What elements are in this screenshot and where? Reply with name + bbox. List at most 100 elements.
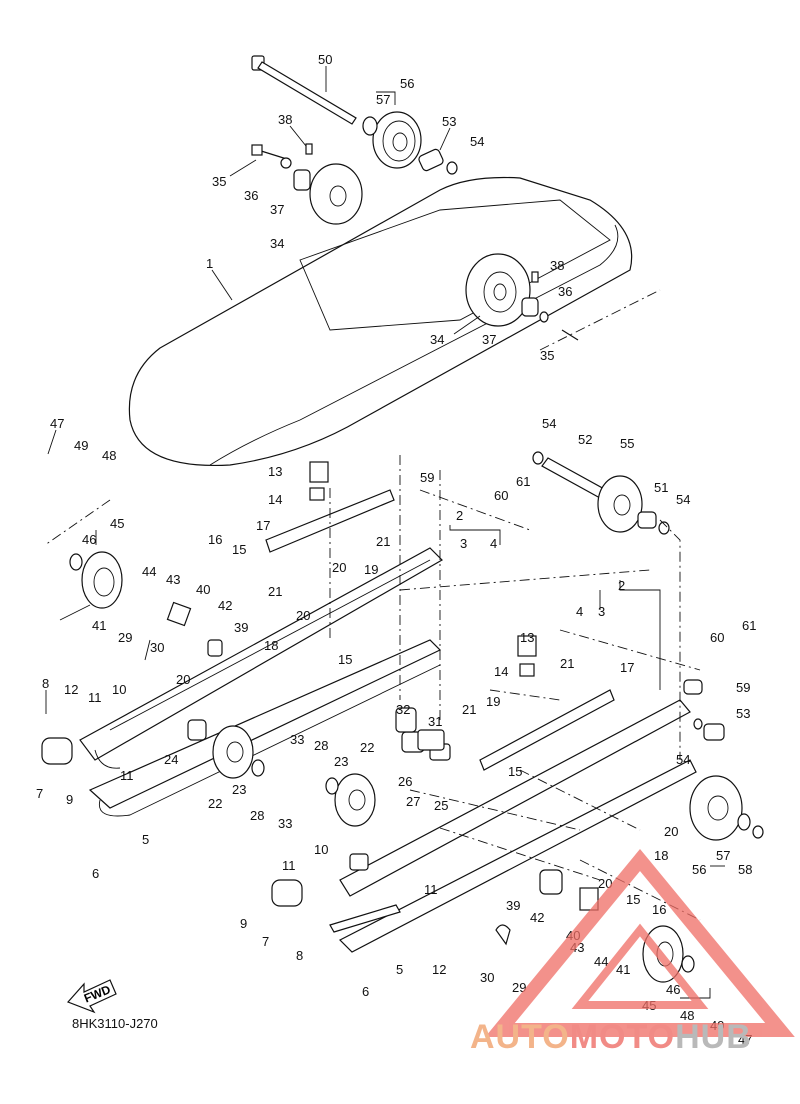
callout-21: 21 [376, 534, 390, 549]
brand-watermark: AUTOMOTOHUB [470, 1018, 752, 1057]
callout-59b: 59 [736, 680, 750, 695]
callout-12b: 12 [432, 962, 446, 977]
callout-56b: 56 [692, 862, 706, 877]
callout-14: 14 [268, 492, 282, 507]
callout-22: 22 [360, 740, 374, 755]
callout-7b: 7 [262, 934, 269, 949]
callout-56: 56 [400, 76, 414, 91]
callout-49: 49 [74, 438, 88, 453]
callout-15d: 15 [626, 892, 640, 907]
callout-38: 38 [278, 112, 292, 127]
callout-6: 6 [92, 866, 99, 881]
callout-18: 18 [264, 638, 278, 653]
callout-19: 19 [364, 562, 378, 577]
callout-58: 58 [738, 862, 752, 877]
callout-4: 4 [490, 536, 497, 551]
callout-16b: 16 [652, 902, 666, 917]
callout-60b: 60 [710, 630, 724, 645]
callout-28: 28 [314, 738, 328, 753]
callout-33: 33 [290, 732, 304, 747]
callout-13b: 13 [520, 630, 534, 645]
callout-48b: 48 [680, 1008, 694, 1023]
callout-55: 55 [620, 436, 634, 451]
callout-61b: 61 [742, 618, 756, 633]
callout-2: 2 [456, 508, 463, 523]
callout-22b: 22 [208, 796, 222, 811]
callout-51: 51 [654, 480, 668, 495]
callout-17b: 17 [620, 660, 634, 675]
callout-45: 45 [110, 516, 124, 531]
callout-31: 31 [428, 714, 442, 729]
callout-37: 37 [270, 202, 284, 217]
callout-54b: 54 [542, 416, 556, 431]
callout-9b: 9 [240, 916, 247, 931]
callout-6b: 6 [362, 984, 369, 999]
callout-18b: 18 [654, 848, 668, 863]
callout-30: 30 [150, 640, 164, 655]
rear-axle-assembly [251, 55, 458, 225]
callout-40: 40 [196, 582, 210, 597]
callout-7: 7 [36, 786, 43, 801]
diagram-code: 8HK3110-J270 [72, 1016, 158, 1031]
callout-20b: 20 [296, 608, 310, 623]
callout-21d: 21 [462, 702, 476, 717]
callout-labels: 50 56 57 38 53 54 35 36 37 34 1 38 36 34… [36, 52, 756, 1047]
callout-54c: 54 [676, 492, 690, 507]
callout-8b: 8 [296, 948, 303, 963]
callout-53: 53 [442, 114, 456, 129]
callout-54: 54 [470, 134, 484, 149]
left-slide-rail [41, 461, 451, 827]
callout-36: 36 [244, 188, 258, 203]
callout-60: 60 [494, 488, 508, 503]
callout-11: 11 [88, 690, 102, 705]
callout-16: 16 [208, 532, 222, 547]
callout-1: 1 [206, 256, 213, 271]
callout-35b: 35 [540, 348, 554, 363]
callout-30b: 30 [480, 970, 494, 985]
callout-33b: 33 [278, 816, 292, 831]
brand-part-2: MOTO [569, 1018, 676, 1056]
brand-part-1: AUTO [470, 1018, 570, 1056]
callout-35: 35 [212, 174, 226, 189]
assembly-guide-lines [44, 289, 701, 921]
callout-20d: 20 [664, 824, 678, 839]
callout-10b: 10 [314, 842, 328, 857]
callout-14b: 14 [494, 664, 508, 679]
callout-11c: 11 [282, 858, 296, 873]
callout-46: 46 [82, 532, 96, 547]
callout-54d: 54 [676, 752, 690, 767]
callout-19b: 19 [486, 694, 500, 709]
callout-20c: 20 [176, 672, 190, 687]
callout-27: 27 [406, 794, 420, 809]
callout-3b: 3 [598, 604, 605, 619]
callout-29: 29 [118, 630, 132, 645]
callout-24: 24 [164, 752, 178, 767]
callout-5: 5 [142, 832, 149, 847]
callout-42b: 42 [530, 910, 544, 925]
callout-50: 50 [318, 52, 332, 67]
fwd-arrow: FWD [66, 979, 117, 1014]
callout-36b: 36 [558, 284, 572, 299]
callout-15c: 15 [508, 764, 522, 779]
callout-46b: 46 [666, 982, 680, 997]
callout-9: 9 [66, 792, 73, 807]
callout-15b: 15 [338, 652, 352, 667]
callout-10: 10 [112, 682, 126, 697]
callout-44b: 44 [594, 954, 608, 969]
callout-28b: 28 [250, 808, 264, 823]
callout-11b: 11 [120, 768, 134, 783]
callout-38b: 38 [550, 258, 564, 273]
callout-41b: 41 [616, 962, 630, 977]
right-slide-rail [271, 451, 764, 983]
callout-48: 48 [102, 448, 116, 463]
callout-12: 12 [64, 682, 78, 697]
watermark-logo [485, 848, 795, 1037]
callout-37b: 37 [482, 332, 496, 347]
callout-57b: 57 [716, 848, 730, 863]
brand-part-3: HUB [675, 1018, 752, 1056]
callout-47: 47 [50, 416, 64, 431]
callout-57: 57 [376, 92, 390, 107]
callout-13: 13 [268, 464, 282, 479]
callout-3: 3 [460, 536, 467, 551]
